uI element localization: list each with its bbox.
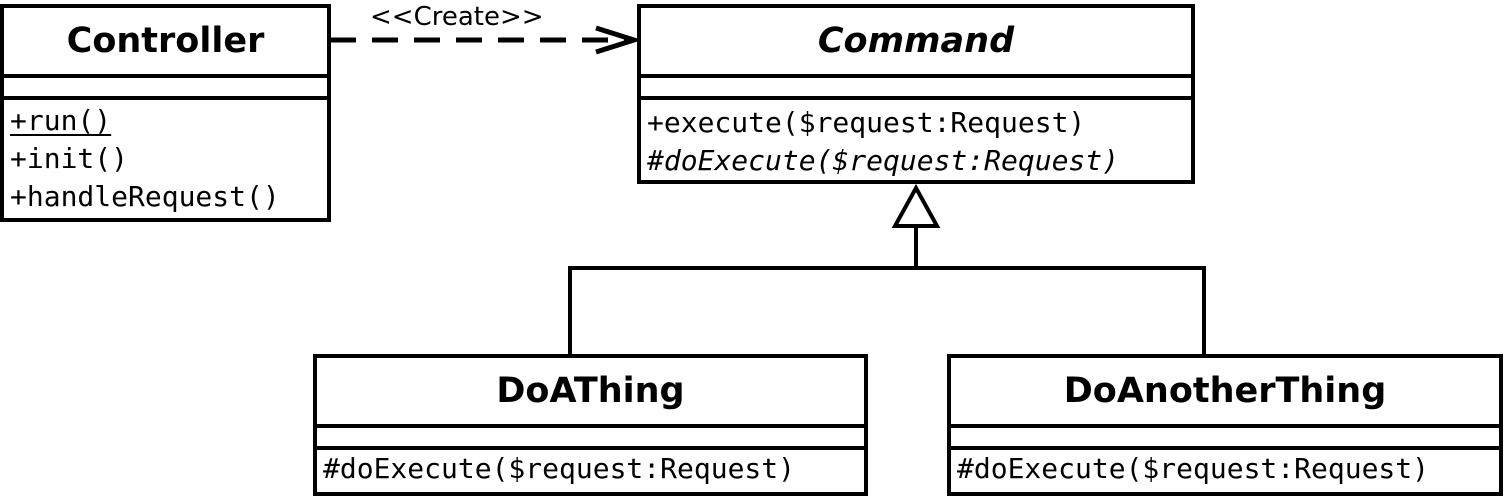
doathing-attributes (317, 428, 864, 450)
doanotherthing-operations: #doExecute($request:Request) (951, 450, 1499, 488)
inheritance-triangle (891, 183, 941, 228)
operation-run: +run() (10, 104, 112, 137)
command-attributes (641, 78, 1191, 100)
doanotherthing-class: DoAnotherThing #doExecute($request:Reque… (947, 354, 1503, 496)
doanotherthing-attributes (951, 428, 1499, 450)
command-class-name: Command (641, 8, 1191, 78)
command-class: Command +execute($request:Request) #doEx… (637, 4, 1195, 184)
dependency-arrowhead (595, 25, 643, 55)
doathing-operations: #doExecute($request:Request) (317, 450, 864, 488)
doathing-class-name: DoAThing (317, 358, 864, 428)
create-stereotype-label: <<Create>> (370, 2, 544, 32)
operation-execute: +execute($request:Request) (647, 106, 1086, 139)
controller-operations: +run() +init() +handleRequest() (4, 100, 327, 216)
controller-class: Controller +run() +init() +handleRequest… (0, 4, 331, 222)
operation-init: +init() (10, 142, 129, 175)
controller-class-name: Controller (4, 8, 327, 78)
operation-do-execute: #doExecute($request:Request) (647, 144, 1120, 177)
command-operations: +execute($request:Request) #doExecute($r… (641, 100, 1191, 180)
operation-do-execute: #doExecute($request:Request) (323, 452, 796, 485)
operation-do-execute: #doExecute($request:Request) (957, 452, 1430, 485)
doanotherthing-class-name: DoAnotherThing (951, 358, 1499, 428)
operation-handle-request: +handleRequest() (10, 180, 280, 213)
doathing-class: DoAThing #doExecute($request:Request) (313, 354, 868, 496)
controller-attributes (4, 78, 327, 100)
